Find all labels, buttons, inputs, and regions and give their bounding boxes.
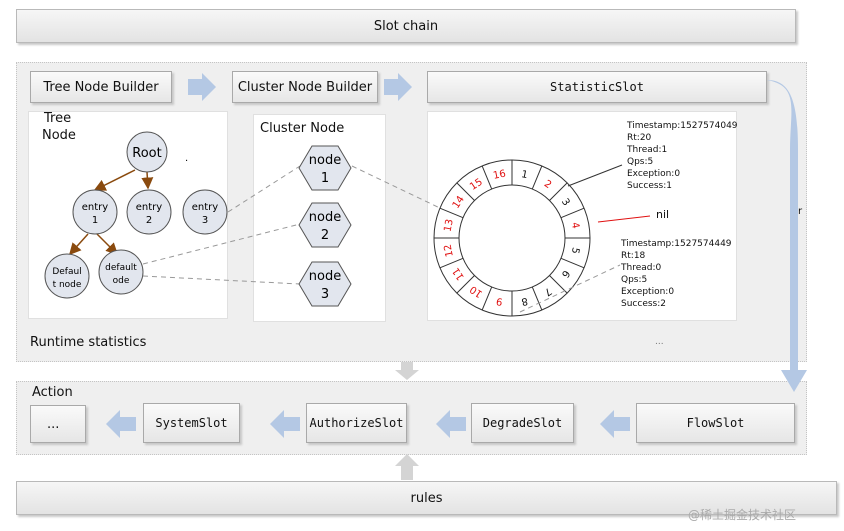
slot-chain-bar: Slot chain <box>16 9 796 43</box>
stats-block-2: Timestamp:1527574449 Rt:18 Thread:0 Qps:… <box>621 238 732 310</box>
watermark: @稀土掘金技术社区 <box>688 508 797 522</box>
statistic-slot-box: StatisticSlot <box>427 71 767 103</box>
small-ellipsis: ... <box>655 337 664 347</box>
stats1-qps: Qps:5 <box>627 157 654 167</box>
action-label: Action <box>32 385 73 400</box>
degrade-slot-box: DegradeSlot <box>471 403 574 443</box>
stats1-thread: Thread:1 <box>627 145 668 155</box>
cluster-node-title: Cluster Node <box>260 121 345 136</box>
stats-block-1: Timestamp:1527574049 Rt:20 Thread:1 Qps:… <box>627 120 738 192</box>
nil-label: nil <box>656 208 670 221</box>
stats2-exception: Exception:0 <box>621 287 675 297</box>
tree-node-title-line2: Node <box>42 128 76 143</box>
cluster-node-builder-label: Cluster Node Builder <box>237 79 373 95</box>
tree-node-builder-label: Tree Node Builder <box>43 79 159 95</box>
slot-chain-label: Slot chain <box>373 18 439 34</box>
authorize-slot-box: AuthorizeSlot <box>306 403 407 443</box>
rules-bar: rules <box>16 481 837 515</box>
stats1-timestamp: Timestamp:1527574049 <box>627 121 738 131</box>
system-slot-label: SystemSlot <box>155 416 228 430</box>
tree-node-builder-box: Tree Node Builder <box>30 71 172 103</box>
cluster-node-panel <box>253 114 386 322</box>
stats2-qps: Qps:5 <box>621 275 648 285</box>
authorize-slot-label: AuthorizeSlot <box>309 416 404 430</box>
runtime-statistics-label: Runtime statistics <box>30 335 147 350</box>
stats2-rt: Rt:18 <box>621 251 646 261</box>
arrow-rules-to-action <box>395 454 419 480</box>
statistic-slot-label: StatisticSlot <box>550 80 644 94</box>
arrow-runtime-to-action <box>395 362 419 380</box>
flow-slot-label: FlowSlot <box>686 416 745 430</box>
stats1-success: Success:1 <box>627 181 672 191</box>
stats2-success: Success:2 <box>621 299 666 309</box>
stats2-timestamp: Timestamp:1527574449 <box>621 239 732 249</box>
flow-slot-box: FlowSlot <box>636 403 795 443</box>
stats1-rt: Rt:20 <box>627 133 652 143</box>
r-mark: r <box>798 206 803 217</box>
stats1-exception: Exception:0 <box>627 169 681 179</box>
cluster-node-builder-box: Cluster Node Builder <box>232 71 378 103</box>
ellipsis-box: ... <box>30 405 86 443</box>
stats2-thread: Thread:0 <box>621 263 662 273</box>
system-slot-box: SystemSlot <box>143 403 240 443</box>
degrade-slot-label: DegradeSlot <box>482 416 563 430</box>
ellipsis-label: ... <box>47 416 60 432</box>
tree-node-title-line1: Tree <box>44 111 72 126</box>
rules-label: rules <box>410 490 443 506</box>
